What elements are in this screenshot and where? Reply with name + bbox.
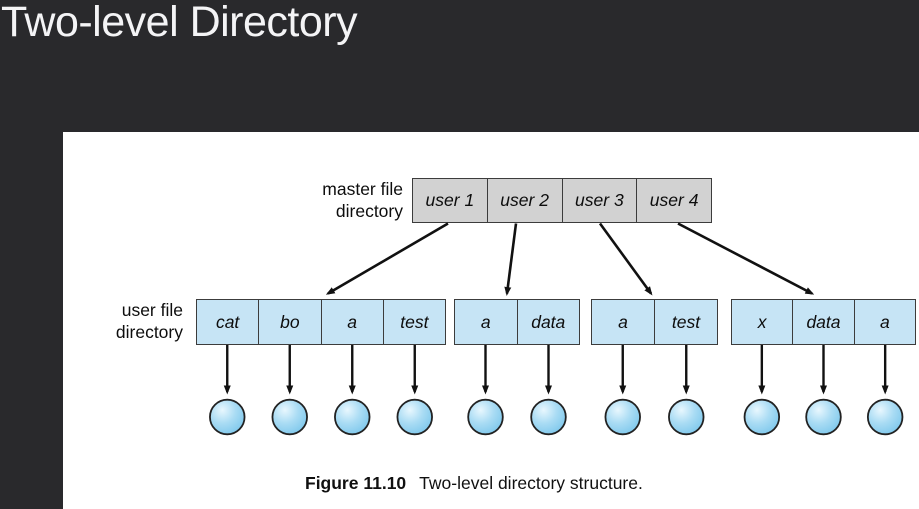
- master-directory-label-line1: master file: [322, 179, 403, 199]
- user-file-directory-table-2-cell: data: [516, 300, 580, 344]
- figure-caption: Figure 11.10 Two-level directory structur…: [305, 473, 643, 494]
- master-file-directory-table-cell: user 1: [425, 190, 475, 210]
- slide-title: Two-level Directory: [1, 0, 358, 46]
- master-file-directory-table-cell: user 3: [561, 179, 637, 222]
- user-file-directory-table-4-cell: a: [853, 300, 915, 344]
- user-directory-label-line1: user file: [121, 300, 183, 320]
- user-file-directory-table-4-cell: data: [792, 300, 853, 344]
- user-file-directory-table-2: a data: [454, 299, 580, 345]
- figure-caption-text: Two-level directory structure.: [419, 473, 643, 493]
- user-file-directory-table-3-cell: test: [654, 300, 717, 344]
- master-directory-label: master file directory: [203, 179, 403, 222]
- user-directory-label-line2: directory: [115, 321, 183, 342]
- user-file-directory-table-3: a test: [591, 299, 718, 345]
- user-file-directory-table-1-cell: a: [320, 300, 383, 344]
- master-file-directory-table-cell: user 2: [486, 179, 562, 222]
- user-file-directory-table-4-cell: x: [757, 311, 767, 332]
- master-directory-label-line2: directory: [335, 200, 403, 221]
- user-directory-label: user file directory: [33, 300, 183, 343]
- user-file-directory-table-1-cell: test: [382, 300, 445, 344]
- user-file-directory-table-1-cell: cat: [215, 311, 240, 332]
- master-file-directory-table-cell: user 4: [636, 179, 711, 222]
- user-file-directory-table-3-cell: a: [618, 311, 628, 332]
- figure-number: Figure 11.10: [305, 473, 407, 493]
- user-file-directory-table-2-cell: a: [480, 311, 491, 332]
- user-file-directory-table-1-cell: bo: [258, 300, 320, 344]
